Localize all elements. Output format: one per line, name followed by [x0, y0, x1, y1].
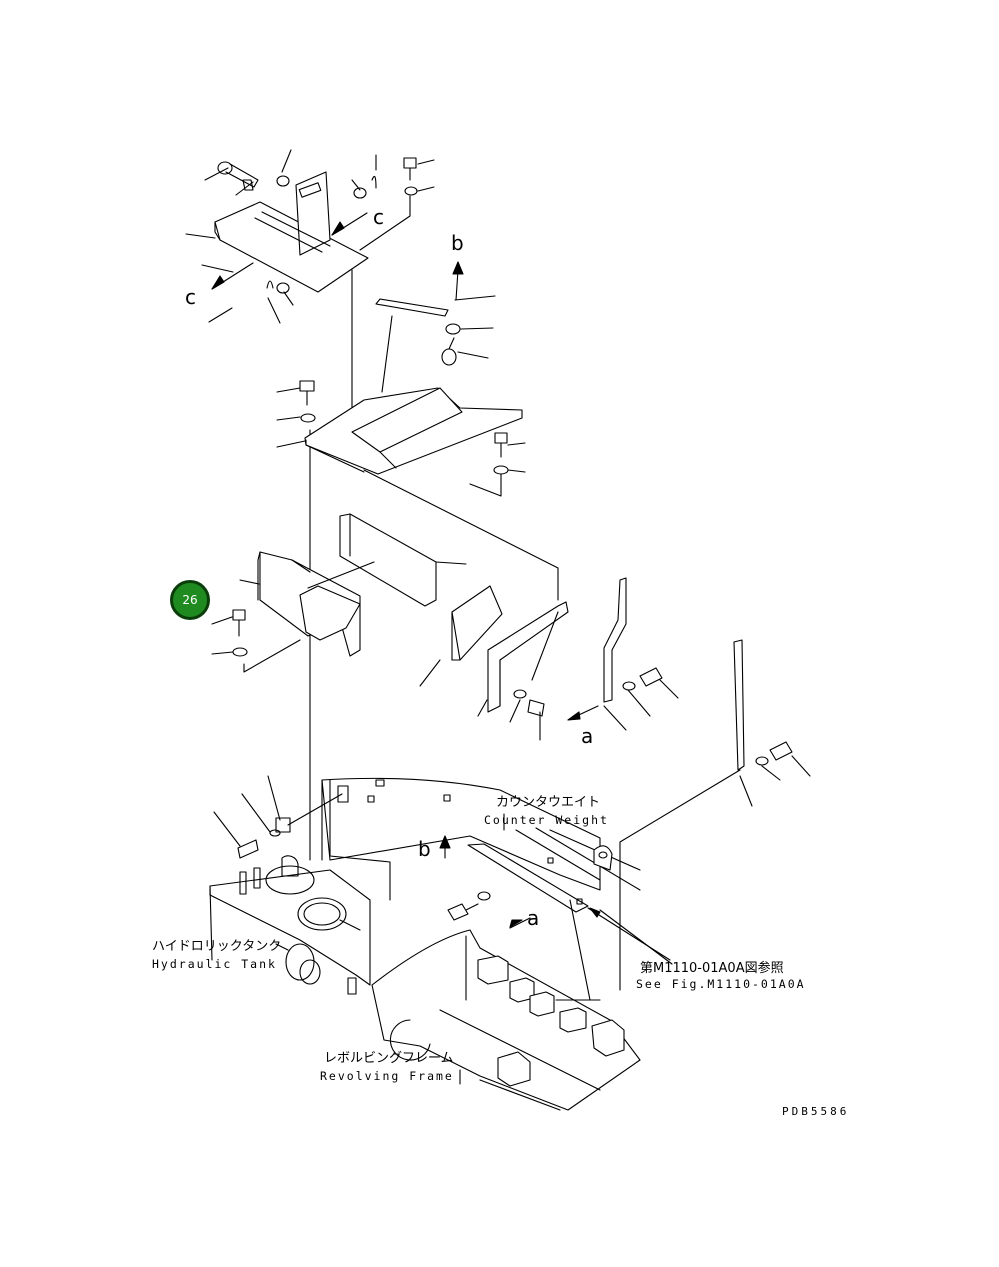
leader-line — [275, 943, 289, 951]
hydraulic-tank-label-en: Hydraulic Tank — [152, 957, 277, 971]
counter-weight-label-jp: カウンタウエイト — [496, 795, 600, 810]
ref-b-upper: b — [451, 231, 464, 255]
counterweight-bracket — [439, 835, 671, 961]
tank-bracket — [213, 775, 349, 859]
counterweight — [321, 777, 641, 901]
hydraulic-tank-label-jp: ハイドロリックタンク — [152, 939, 281, 954]
stay-long — [619, 639, 811, 991]
part-callout-badge[interactable]: 26 — [170, 580, 210, 620]
l-bracket — [477, 601, 599, 741]
part-callout-number: 26 — [182, 593, 198, 607]
leader-line — [599, 909, 673, 965]
counter-weight-label-en: Counter Weight — [484, 813, 609, 827]
ref-a-lower: a — [527, 906, 539, 930]
ref-a-right: a — [581, 724, 593, 748]
cover-plate — [276, 380, 526, 497]
ref-b-lower: b — [418, 837, 431, 861]
ref-c-left: c — [185, 285, 196, 309]
guide-line — [363, 469, 559, 569]
top-bracket-assembly — [185, 149, 435, 324]
drawing-code: PDB5586 — [782, 1105, 849, 1118]
stay-short — [603, 577, 679, 731]
rod-assembly — [375, 261, 496, 393]
see-fig-label-en: See Fig.M1110-01A0A — [636, 977, 806, 991]
revolving-frame-label-en: Revolving Frame — [320, 1069, 454, 1083]
ref-c-right: c — [373, 205, 384, 229]
side-bracket — [211, 551, 375, 673]
hydraulic-tank — [209, 855, 371, 995]
insulation-pads — [339, 513, 503, 687]
see-fig-label-jp: 第M1110-01A0A図参照 — [640, 960, 784, 976]
revolving-frame-label-jp: レボルビングフレーム — [324, 1051, 454, 1066]
revolving-frame — [371, 899, 641, 1111]
